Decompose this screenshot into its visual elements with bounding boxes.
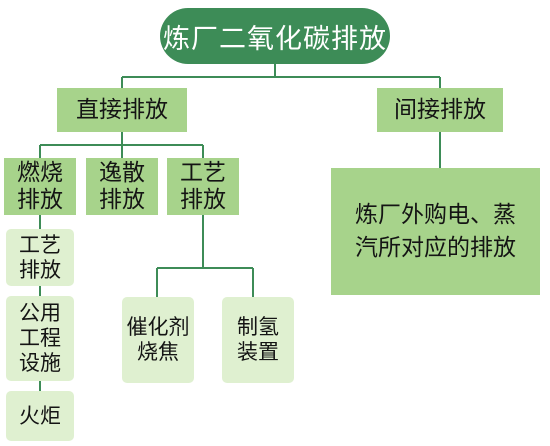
combustion-child-process-node: 工艺 排放	[6, 229, 74, 286]
combustion-emissions-node: 燃烧 排放	[4, 158, 76, 215]
direct-emissions-node: 直接排放	[57, 88, 187, 132]
combustion-child-utilities-node: 公用 工程 设施	[6, 296, 74, 381]
root-node: 炼厂二氧化碳排放	[160, 8, 390, 64]
combustion-child-flare-node: 火炬	[6, 391, 74, 441]
hydrogen-production-unit-node: 制氢 装置	[222, 297, 294, 383]
process-emissions-node: 工艺 排放	[167, 158, 239, 215]
fugitive-emissions-node: 逸散 排放	[86, 158, 158, 215]
purchased-electricity-steam-node: 炼厂外购电、蒸 汽所对应的排放	[331, 168, 540, 295]
catalyst-coke-burning-node: 催化剂 烧焦	[122, 297, 194, 383]
indirect-emissions-node: 间接排放	[377, 88, 503, 132]
